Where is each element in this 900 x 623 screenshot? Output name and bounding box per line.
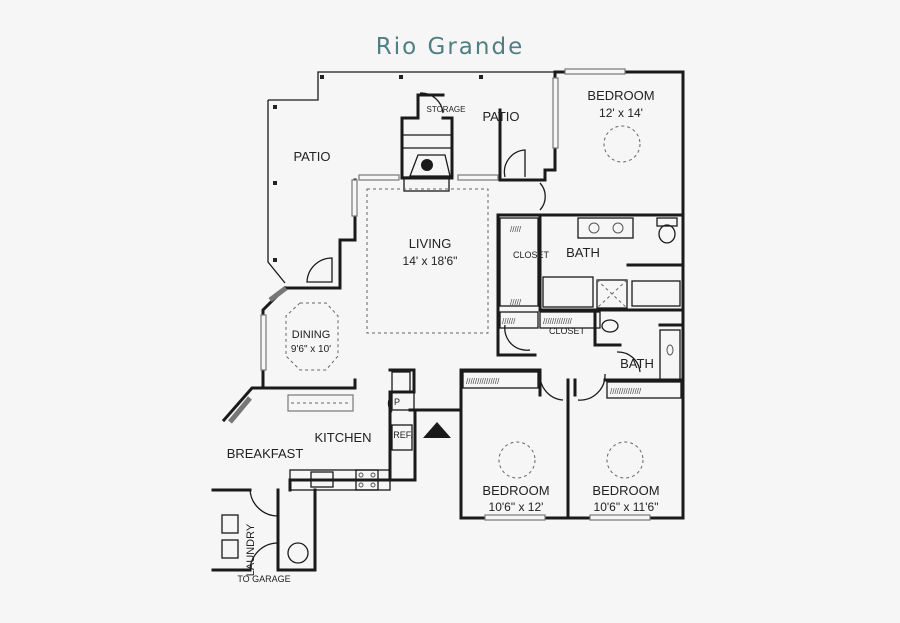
label-laundry: LAUNDRY [245,523,257,576]
living-area-outline [366,188,489,334]
label-breakfast: BREAKFAST [227,446,304,461]
laundry-appliances [221,514,309,564]
label-to-garage: TO GARAGE [237,574,290,584]
closet-rods: ///// ///// ////// ///////////// ///////… [387,217,682,451]
fireplace-icon [421,159,433,171]
svg-text://////: ////// [502,317,516,326]
label-dining-size: 9'6" x 10' [291,344,331,355]
windows [228,68,651,521]
label-master-bedroom: BEDROOM [587,88,654,103]
kitchen-counter [289,469,391,491]
label-bedroom2-size: 10'6" x 12' [489,500,544,514]
dining-area-outline [285,302,339,371]
label-refrigerator: REF. [393,430,413,440]
svg-text://///: ///// [510,225,522,234]
label-patio-left: PATIO [293,149,330,164]
label-living-size: 14' x 18'6" [403,254,458,268]
exterior-walls [211,70,685,572]
label-bedroom3-size: 10'6" x 11'6" [594,500,659,514]
svg-text:///////////////: /////////////// [466,377,500,386]
label-hall-closet: CLOSET [549,326,586,336]
fireplace-storage [400,92,454,192]
ceiling-fans [498,125,644,479]
entry-arrow-icon [423,422,451,438]
label-dining: DINING [292,329,331,341]
label-master-closet: CLOSET [513,250,550,260]
label-storage: STORAGE [427,105,466,114]
label-pantry: P [394,397,400,407]
label-bedroom3: BEDROOM [592,483,659,498]
interior-walls [413,213,685,520]
doors [249,149,641,571]
svg-text://///: ///// [510,298,522,307]
patio-outline [267,71,560,284]
svg-text://///////////: ///////////// [543,317,573,326]
label-bath2: BATH [620,356,654,371]
label-patio-right: PATIO [482,109,519,124]
label-living: LIVING [409,236,452,251]
svg-text://////////////: ////////////// [610,387,642,396]
label-bedroom2: BEDROOM [482,483,549,498]
label-master-bedroom-size: 12' x 14' [599,106,643,120]
label-kitchen: KITCHEN [314,430,371,445]
label-master-bath: BATH [566,245,600,260]
bath-fixtures [542,217,681,381]
plan-title: Rio Grande [375,34,525,60]
